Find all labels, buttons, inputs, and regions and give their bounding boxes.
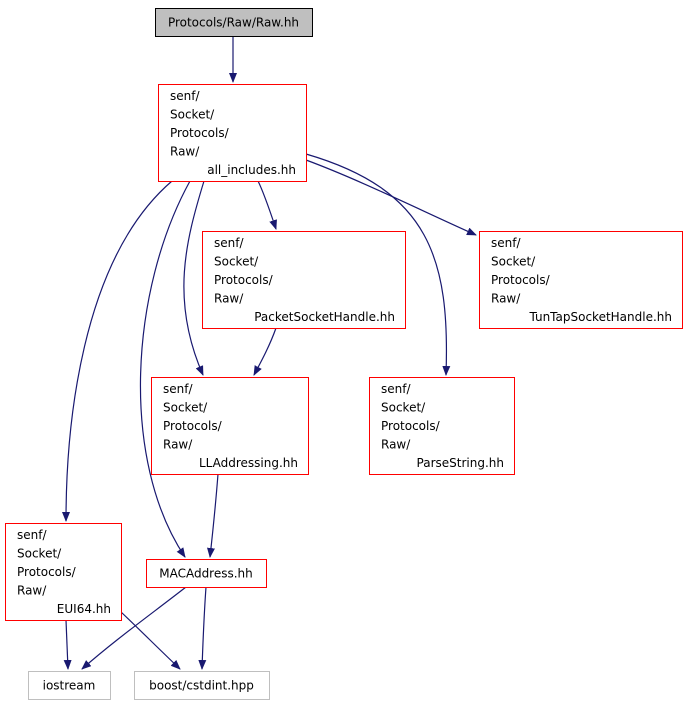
node-all-includes[interactable]: senf/Socket/Protocols/Raw/all_includes.h… bbox=[158, 84, 307, 182]
node-box bbox=[155, 8, 313, 37]
node-label: Protocols/Raw/Raw.hh bbox=[168, 16, 299, 30]
node-box bbox=[151, 377, 309, 475]
node-label-line: Socket/ bbox=[381, 401, 426, 415]
node-label-line: Raw/ bbox=[491, 292, 521, 306]
edge-all-includes-to-tuntap-socket-handle bbox=[305, 159, 477, 236]
node-label-line: Raw/ bbox=[163, 438, 193, 452]
node-label-line: senf/ bbox=[17, 528, 47, 542]
node-label: boost/cstdint.hpp bbox=[149, 679, 254, 693]
node-box bbox=[202, 231, 406, 329]
node-box bbox=[134, 671, 270, 700]
node-box bbox=[369, 377, 515, 475]
node-label-line: ParseString.hh bbox=[417, 456, 504, 470]
node-iostream: iostream bbox=[28, 671, 111, 700]
node-label-line: all_includes.hh bbox=[207, 163, 296, 177]
edge-ll-addressing-to-mac-address bbox=[207, 473, 219, 558]
edge-packet-socket-handle-to-ll-addressing bbox=[253, 327, 277, 376]
node-tuntap-socket-handle[interactable]: senf/Socket/Protocols/Raw/TunTapSocketHa… bbox=[479, 231, 683, 329]
node-label-line: Socket/ bbox=[17, 547, 62, 561]
node-label-line: Raw/ bbox=[170, 145, 200, 159]
node-label-line: Protocols/ bbox=[170, 126, 230, 140]
edge-all-includes-to-eui64 bbox=[62, 180, 173, 522]
node-box bbox=[146, 559, 267, 588]
node-label-line: Raw/ bbox=[214, 292, 244, 306]
node-label-line: Socket/ bbox=[170, 108, 215, 122]
edge-all-includes-to-packet-socket-handle bbox=[257, 180, 277, 230]
edge-eui64-to-iostream bbox=[63, 619, 72, 670]
node-label-line: EUI64.hh bbox=[57, 602, 111, 616]
node-box bbox=[28, 671, 111, 700]
node-label-line: Protocols/ bbox=[381, 419, 441, 433]
edge-eui64-to-cstdint bbox=[119, 610, 181, 670]
node-label-line: senf/ bbox=[170, 89, 200, 103]
node-label-line: LLAddressing.hh bbox=[199, 456, 298, 470]
node-cstdint: boost/cstdint.hpp bbox=[134, 671, 270, 700]
node-eui64[interactable]: senf/Socket/Protocols/Raw/EUI64.hh bbox=[5, 523, 122, 621]
node-label-line: Socket/ bbox=[214, 255, 259, 269]
node-box bbox=[479, 231, 683, 329]
edge-all-includes-to-ll-addressing bbox=[183, 180, 205, 376]
edge-all-includes-to-parse-string bbox=[305, 153, 451, 376]
edge-mac-address-to-cstdint bbox=[198, 586, 207, 670]
edge-mac-address-to-iostream bbox=[81, 586, 187, 670]
node-ll-addressing[interactable]: senf/Socket/Protocols/Raw/LLAddressing.h… bbox=[151, 377, 309, 475]
node-packet-socket-handle[interactable]: senf/Socket/Protocols/Raw/PacketSocketHa… bbox=[202, 231, 406, 329]
node-label-line: PacketSocketHandle.hh bbox=[254, 310, 395, 324]
node-mac-address[interactable]: MACAddress.hh bbox=[146, 559, 267, 588]
node-label-line: senf/ bbox=[214, 236, 244, 250]
edge-all-includes-to-mac-address bbox=[139, 180, 191, 558]
node-label-line: senf/ bbox=[163, 382, 193, 396]
node-label-line: Protocols/ bbox=[17, 565, 77, 579]
node-label-line: Socket/ bbox=[163, 401, 208, 415]
node-label-line: senf/ bbox=[491, 236, 521, 250]
node-label-line: TunTapSocketHandle.hh bbox=[528, 310, 672, 324]
node-label-line: Protocols/ bbox=[491, 273, 551, 287]
node-raw-hh[interactable]: Protocols/Raw/Raw.hh bbox=[155, 8, 313, 37]
node-label-line: senf/ bbox=[381, 382, 411, 396]
node-box bbox=[158, 84, 307, 182]
node-parse-string[interactable]: senf/Socket/Protocols/Raw/ParseString.hh bbox=[369, 377, 515, 475]
node-box bbox=[5, 523, 122, 621]
node-label-line: Raw/ bbox=[381, 438, 411, 452]
edges-layer bbox=[62, 36, 477, 670]
nodes-layer: Protocols/Raw/Raw.hh senf/Socket/Protocol… bbox=[5, 8, 683, 700]
node-label-line: Protocols/ bbox=[214, 273, 274, 287]
node-label: iostream bbox=[43, 679, 96, 693]
node-label-line: Socket/ bbox=[491, 255, 536, 269]
node-label-line: Protocols/ bbox=[163, 419, 223, 433]
node-label: MACAddress.hh bbox=[159, 567, 253, 581]
node-label-line: Raw/ bbox=[17, 584, 47, 598]
